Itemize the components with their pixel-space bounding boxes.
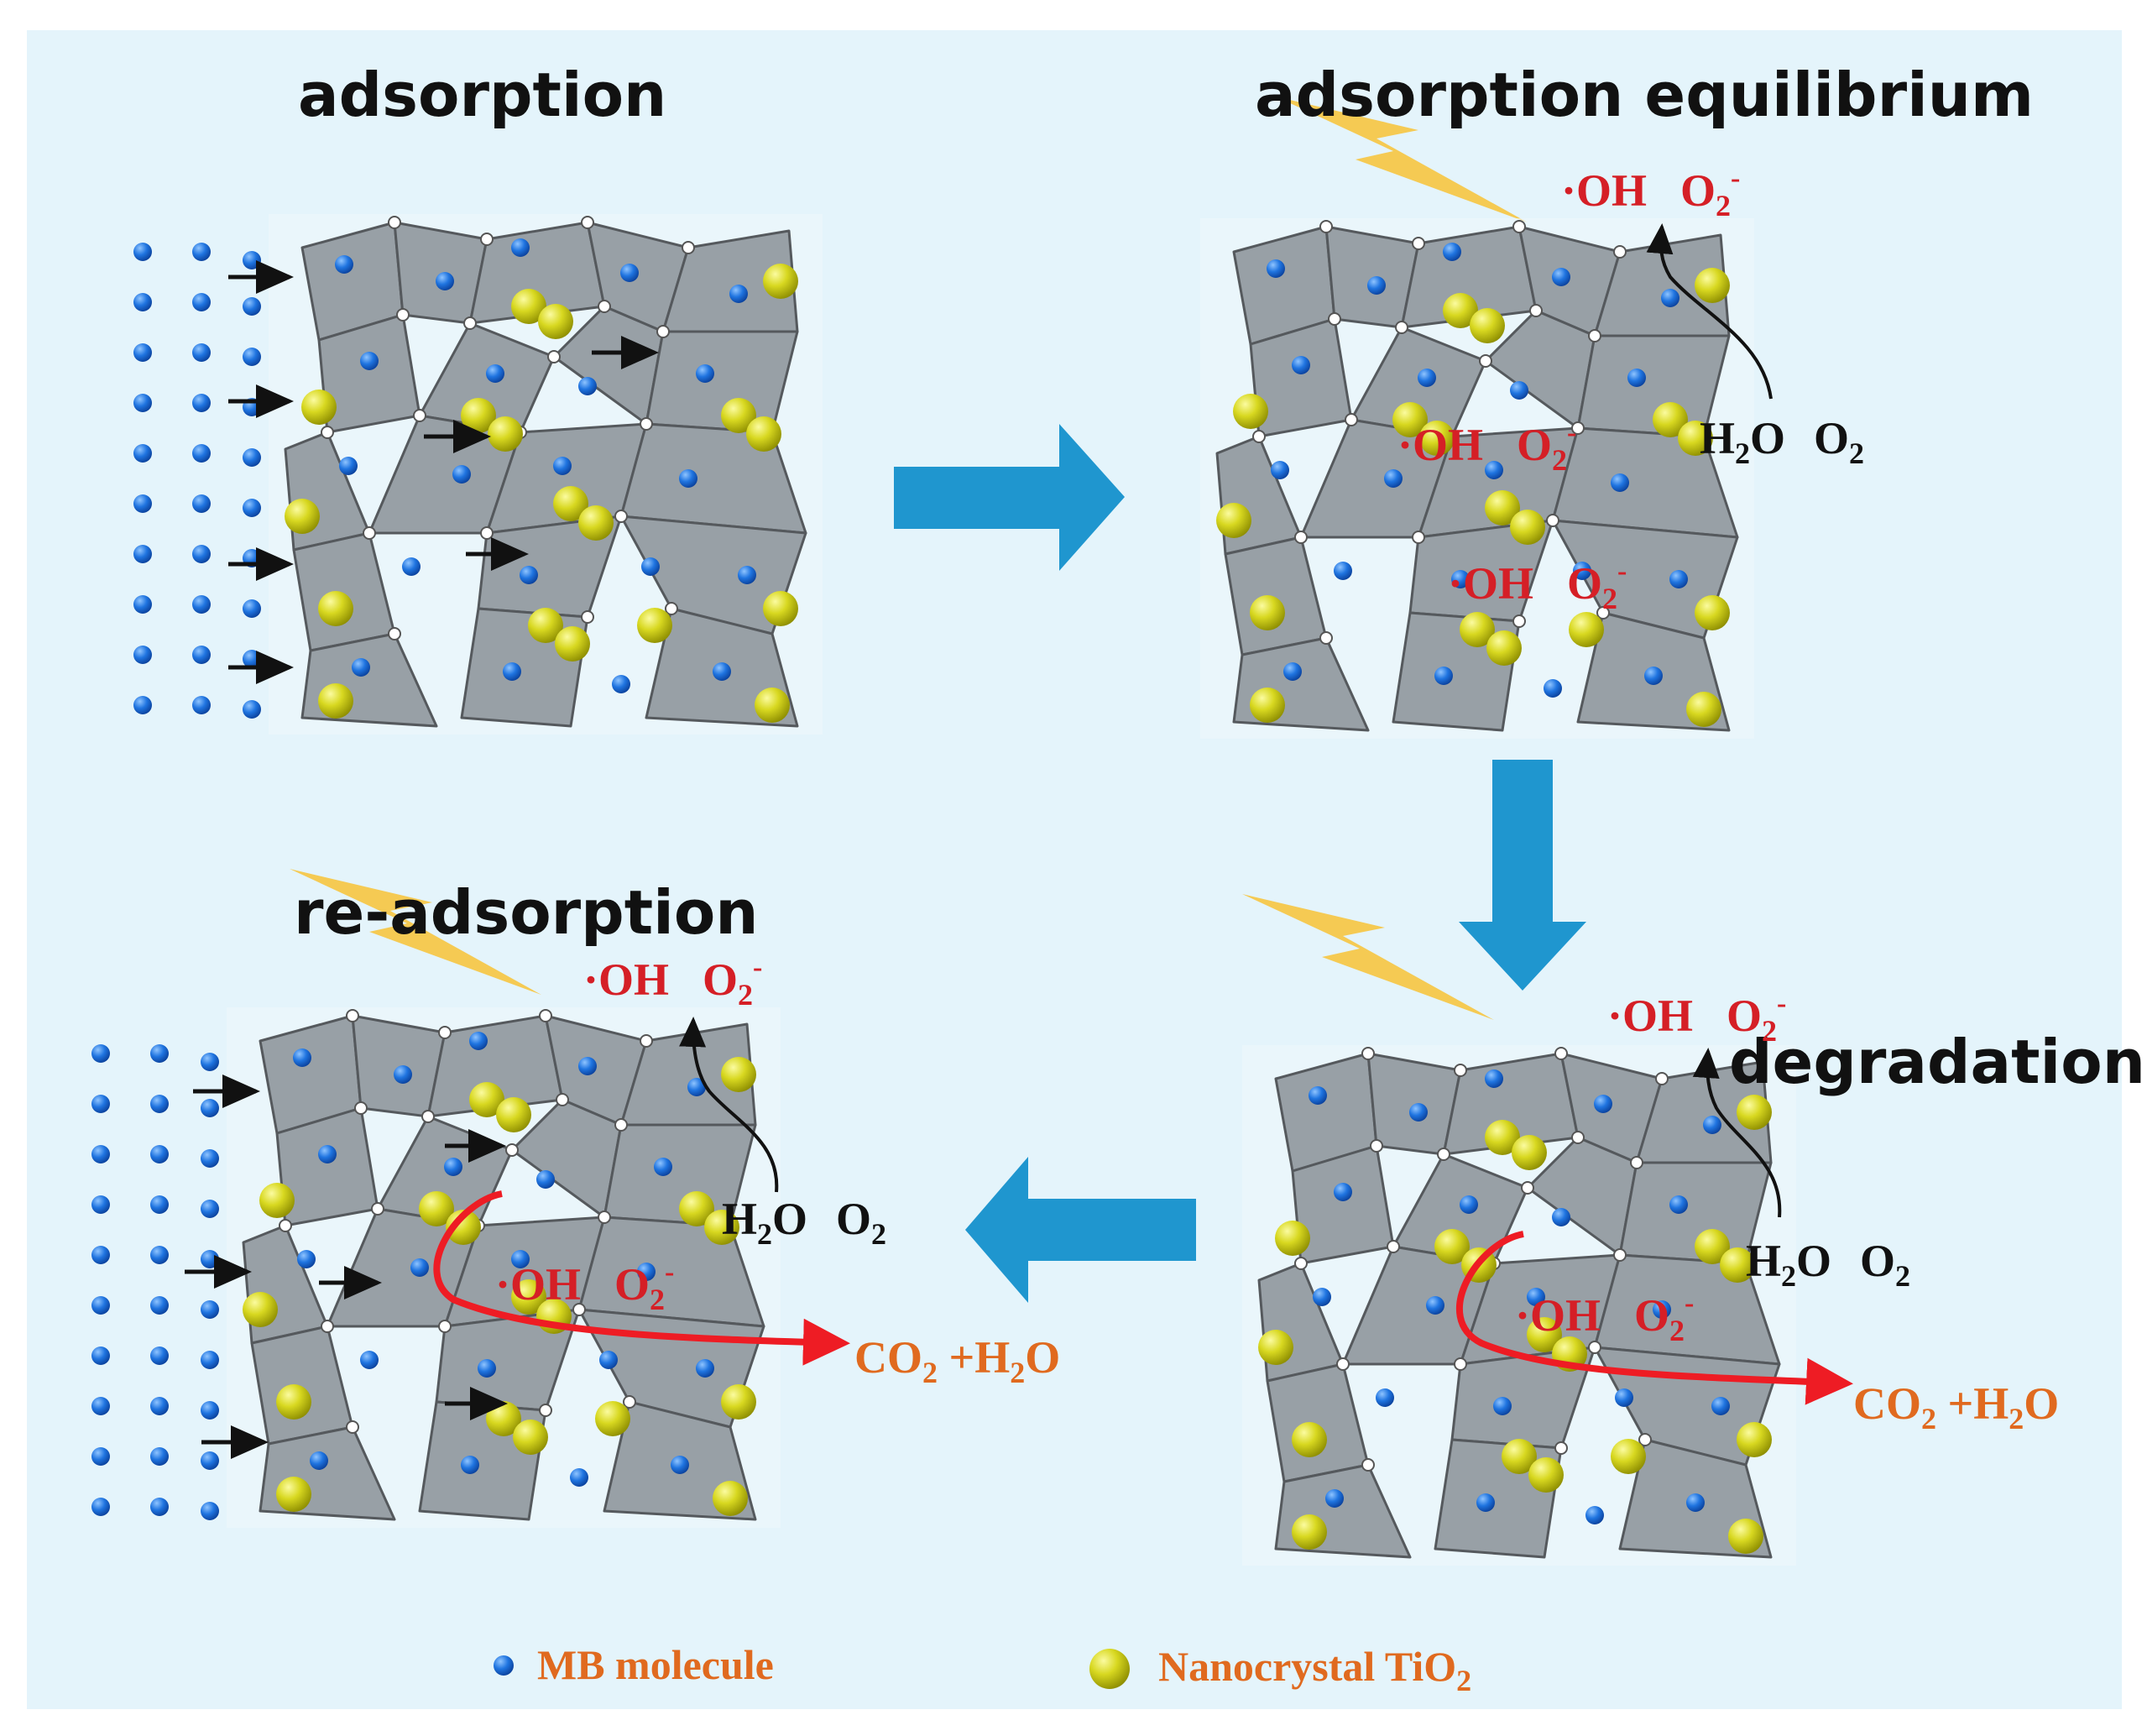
legend-mb-label: MB molecule xyxy=(537,1641,774,1688)
products-co2-h2o: CO2 +H2O xyxy=(1853,1378,2059,1435)
degradation-title: degradation xyxy=(1729,1027,2145,1097)
black-curved-arrow-icon xyxy=(679,1017,779,1193)
panel-adsorption: adsorption xyxy=(133,60,824,736)
black-curved-arrow-icon xyxy=(1692,1048,1782,1218)
red-curved-arrow-icon xyxy=(433,1190,850,1366)
products-co2-h2o: CO2 +H2O xyxy=(854,1332,1060,1389)
equilibrium-title: adsorption equilibrium xyxy=(1255,60,2034,130)
mb-molecule-legend-icon xyxy=(494,1655,514,1676)
blue-block-arrow-icon xyxy=(965,1157,1196,1303)
adsorption-arrows xyxy=(185,1075,508,1459)
tio2-legend-icon xyxy=(1089,1649,1130,1689)
red-curved-arrow-icon xyxy=(1455,1231,1853,1405)
legend: MB molecule Nanocrystal TiO2 xyxy=(494,1641,1471,1697)
blue-block-arrow-icon xyxy=(894,424,1125,571)
legend-tio2-label: Nanocrystal TiO2 xyxy=(1158,1643,1471,1697)
black-curved-arrow-icon xyxy=(1646,223,1773,400)
blue-block-arrow-icon xyxy=(1459,760,1586,991)
adsorption-arrows xyxy=(228,260,659,684)
adsorption-title: adsorption xyxy=(298,60,666,130)
readsorption-title: re-adsorption xyxy=(294,877,759,948)
